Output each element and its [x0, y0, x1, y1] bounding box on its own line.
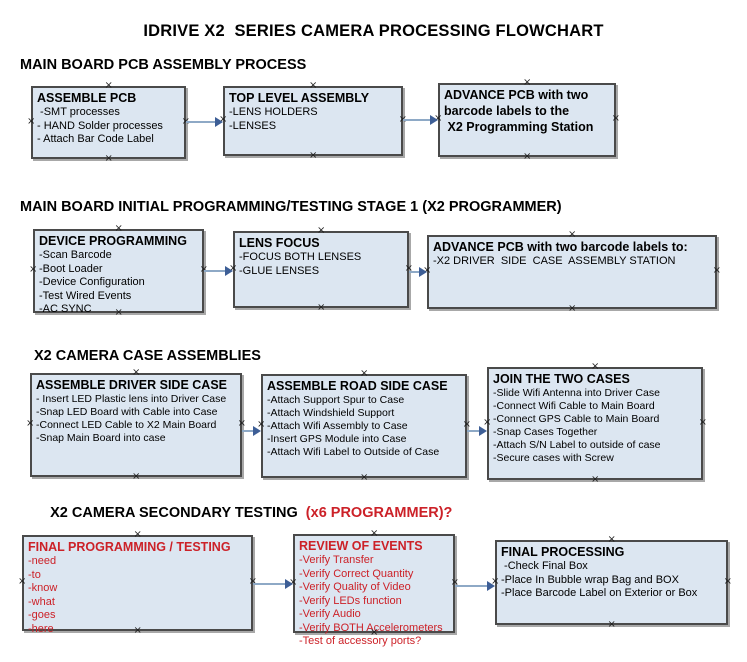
box-item: -Attach Support Spur to Case — [267, 394, 405, 406]
box-item: -Insert GPS Module into Case — [267, 433, 407, 445]
flow-box-join-the-two-cases: × × × × JOIN THE TWO CASES -Slide Wifi A… — [483, 362, 707, 485]
arrow-right — [204, 266, 233, 276]
anchor-x-marker: × — [523, 151, 532, 162]
box-item: -LENS HOLDERS — [229, 106, 318, 118]
section-heading-secondary-testing: X2 CAMERA SECONDARY TESTING (x6 PROGRAMM… — [34, 489, 452, 537]
page-title: IDRIVE X2 SERIES CAMERA PROCESSING FLOWC… — [143, 22, 604, 40]
arrow-right — [455, 581, 495, 591]
anchor-x-marker: × — [132, 471, 141, 482]
box-item: -Test Wired Events — [39, 289, 132, 302]
box-title: ASSEMBLE PCB — [37, 91, 137, 105]
box-item: -here — [28, 622, 54, 635]
anchor-x-marker: × — [18, 576, 27, 587]
flow-box-top-level-assembly: × × × × TOP LEVEL ASSEMBLY -LENS HOLDERS… — [219, 81, 407, 161]
box-item: -Slide Wifi Antenna into Driver Case — [493, 387, 660, 399]
box-title: FINAL PROGRAMMING / TESTING — [28, 540, 231, 554]
box-item: -Connect Wifi Cable to Main Board — [493, 400, 655, 412]
box-item: - Insert LED Plastic lens into Driver Ca… — [36, 393, 227, 405]
box-item: -LENSES — [229, 119, 277, 132]
box-title: REVIEW OF EVENTS — [299, 539, 423, 553]
anchor-x-marker: × — [309, 150, 318, 161]
box-item: -Snap Main Board into case — [36, 432, 166, 444]
box-item: -Boot Loader — [39, 262, 103, 275]
box-item: -to — [28, 568, 41, 581]
section-heading-initial-programming: MAIN BOARD INITIAL PROGRAMMING/TESTING S… — [20, 199, 562, 215]
box-title: FINAL PROCESSING — [501, 545, 625, 559]
box-item: -Scan Barcode — [39, 249, 112, 261]
box-item: -what — [28, 595, 55, 608]
box-item: -FOCUS BOTH LENSES — [239, 251, 362, 263]
box-item: -Device Configuration — [39, 276, 145, 288]
section-heading-black-part: X2 CAMERA SECONDARY TESTING — [50, 505, 306, 521]
flow-box-review-of-events: × × × × REVIEW OF EVENTS -Verify Transfe… — [289, 529, 459, 648]
anchor-x-marker: × — [29, 264, 38, 275]
box-item: -GLUE LENSES — [239, 264, 320, 277]
arrow-right — [467, 426, 487, 436]
anchor-x-marker: × — [317, 302, 326, 313]
box-item: -Verify Quality of Video — [299, 581, 411, 593]
anchor-x-marker: × — [591, 474, 600, 485]
box-item: -Attach Wifi Label to Outside of Case — [267, 446, 440, 458]
arrow-right — [409, 267, 427, 277]
arrow-right — [186, 117, 223, 127]
box-title: TOP LEVEL ASSEMBLY — [229, 91, 370, 105]
box-title: ADVANCE PCB with two barcode labels to t… — [444, 88, 594, 134]
anchor-x-marker: × — [104, 153, 113, 164]
anchor-x-marker: × — [568, 303, 577, 314]
anchor-x-marker: × — [360, 472, 369, 483]
arrow-right — [403, 115, 438, 125]
anchor-x-marker: × — [27, 115, 36, 127]
box-title: LENS FOCUS — [239, 236, 320, 250]
flow-box-final-programming-testing: × × × × FINAL PROGRAMMING / TESTING -nee… — [18, 530, 257, 636]
flow-box-assemble-road-side-case: × × × × ASSEMBLE ROAD SIDE CASE -Attach … — [257, 369, 471, 483]
anchor-x-marker: × — [607, 619, 616, 630]
box-title: ASSEMBLE DRIVER SIDE CASE — [36, 378, 228, 392]
box-item: -Attach S/N Label to outside of case — [493, 439, 661, 451]
section-heading-pcb-assembly: MAIN BOARD PCB ASSEMBLY PROCESS — [20, 57, 307, 73]
box-item: -know — [28, 582, 58, 594]
box-item: -AC SYNC — [39, 303, 92, 315]
box-title: ASSEMBLE ROAD SIDE CASE — [267, 379, 448, 393]
box-item: -X2 DRIVER SIDE CASE ASSEMBLY STATION — [433, 255, 676, 267]
flow-box-lens-focus: × × × × LENS FOCUS -FOCUS BOTH LENSES -G… — [229, 226, 413, 313]
box-item: -need — [28, 555, 57, 567]
box-item: -Verify Correct Quantity — [299, 567, 414, 580]
box-item: -Place In Bubble wrap Bag and BOX — [501, 573, 679, 586]
box-item: -Verify LEDs function — [299, 594, 402, 607]
box-title: ADVANCE PCB with two barcode labels to: — [433, 240, 688, 254]
flow-box-assemble-pcb: × × × × ASSEMBLE PCB -SMT processes - HA… — [27, 81, 190, 164]
box-item: -Verify Transfer — [299, 554, 374, 566]
box-item: -Connect GPS Cable to Main Board — [493, 413, 660, 425]
section-heading-case-assemblies: X2 CAMERA CASE ASSEMBLIES — [34, 348, 261, 364]
box-item: -Secure cases with Screw — [493, 452, 614, 464]
arrow-right — [242, 426, 261, 436]
box-item: - HAND Solder processes — [37, 119, 163, 132]
flow-box-device-programming: × × × × DEVICE PROGRAMMING -Scan Barcode… — [29, 224, 208, 318]
box-item: -Attach Wifi Assembly to Case — [267, 420, 408, 432]
section-heading-red-part: (x6 PROGRAMMER)? — [305, 505, 453, 521]
box-item: -Test of accessory ports? — [299, 635, 422, 647]
box-item: -Verify BOTH Accelerometers — [299, 621, 443, 634]
box-item: -Check Final Box — [501, 560, 588, 572]
flow-box-advance-pcb-programming-station: × × × × ADVANCE PCB with two barcode lab… — [434, 78, 620, 162]
box-item: -goes — [28, 609, 56, 621]
flow-box-assemble-driver-side-case: × × × × ASSEMBLE DRIVER SIDE CASE - Inse… — [26, 368, 246, 482]
box-item: -Attach Windshield Support — [267, 407, 395, 419]
flow-box-advance-pcb-driver-side-station: × × × × ADVANCE PCB with two barcode lab… — [423, 230, 721, 314]
flow-box-final-processing: × × × × FINAL PROCESSING -Check Final Bo… — [491, 535, 732, 630]
box-item: -Snap LED Board with Cable into Case — [36, 406, 218, 418]
anchor-x-marker: × — [26, 418, 35, 429]
box-title: DEVICE PROGRAMMING — [39, 234, 187, 248]
box-title: JOIN THE TWO CASES — [493, 372, 630, 386]
box-item: -SMT processes — [37, 106, 120, 118]
box-item: -Snap Cases Together — [493, 426, 598, 438]
arrow-right — [253, 579, 293, 589]
box-item: -Connect LED Cable to X2 Main Board — [36, 419, 217, 431]
box-item: -Verify Audio — [299, 608, 361, 620]
box-item: - Attach Bar Code Label — [37, 133, 154, 145]
box-item: -Place Barcode Label on Exterior or Box — [501, 587, 698, 599]
